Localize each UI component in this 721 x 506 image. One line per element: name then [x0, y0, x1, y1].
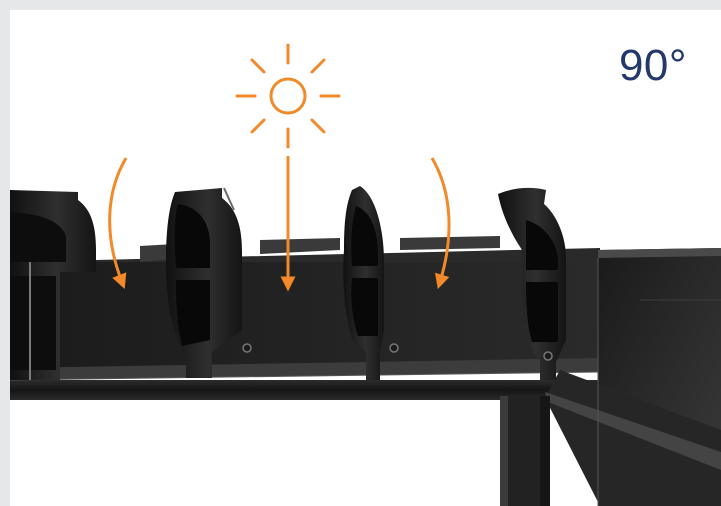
angle-label: 90° [618, 41, 687, 90]
arrow-right-curved-icon [430, 157, 451, 290]
louver-blade-1 [10, 190, 96, 380]
louver-blade-3 [343, 186, 399, 380]
arrow-left-curved-icon [108, 157, 128, 289]
side-beam [545, 248, 721, 506]
pergola-illustration [10, 43, 721, 506]
sun-icon [235, 43, 341, 149]
back-beam [10, 236, 600, 372]
front-beam [10, 358, 601, 400]
louver-blade-4 [498, 187, 566, 380]
figure-panel: 90° [10, 10, 721, 506]
corner-post [500, 396, 550, 506]
louver-blade-2 [166, 187, 252, 378]
